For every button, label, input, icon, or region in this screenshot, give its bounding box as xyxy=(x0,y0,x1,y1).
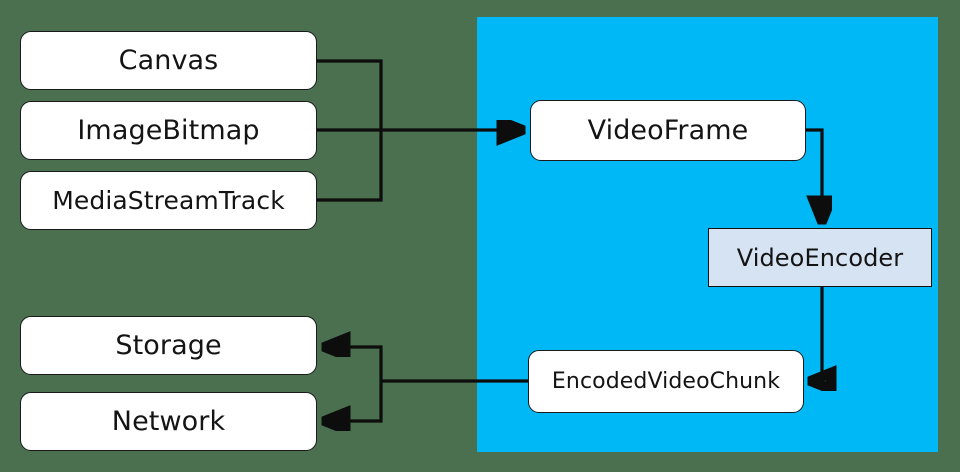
edge-encodedchunk-to-storage xyxy=(326,347,383,381)
node-videoframe-label: VideoFrame xyxy=(587,115,749,146)
edge-canvas-to-videoframe xyxy=(317,59,383,130)
node-network[interactable]: Network xyxy=(20,392,317,451)
node-mediastreamtrack[interactable]: MediaStreamTrack xyxy=(20,171,317,230)
node-mediastreamtrack-label: MediaStreamTrack xyxy=(52,186,285,215)
node-canvas[interactable]: Canvas xyxy=(20,31,317,90)
node-videoencoder[interactable]: VideoEncoder xyxy=(708,228,932,287)
node-network-label: Network xyxy=(111,406,226,437)
node-imagebitmap[interactable]: ImageBitmap xyxy=(20,101,317,160)
node-storage[interactable]: Storage xyxy=(20,316,317,375)
node-videoencoder-label: VideoEncoder xyxy=(736,243,904,272)
node-videoframe[interactable]: VideoFrame xyxy=(530,100,806,161)
edge-mediastreamtrack-to-videoframe xyxy=(317,130,383,202)
node-imagebitmap-label: ImageBitmap xyxy=(77,115,260,146)
edge-encodedchunk-to-network xyxy=(326,381,383,421)
node-encodedvideochunk[interactable]: EncodedVideoChunk xyxy=(528,350,804,413)
node-encodedvideochunk-label: EncodedVideoChunk xyxy=(551,369,781,394)
node-canvas-label: Canvas xyxy=(118,45,219,76)
node-storage-label: Storage xyxy=(115,330,222,361)
